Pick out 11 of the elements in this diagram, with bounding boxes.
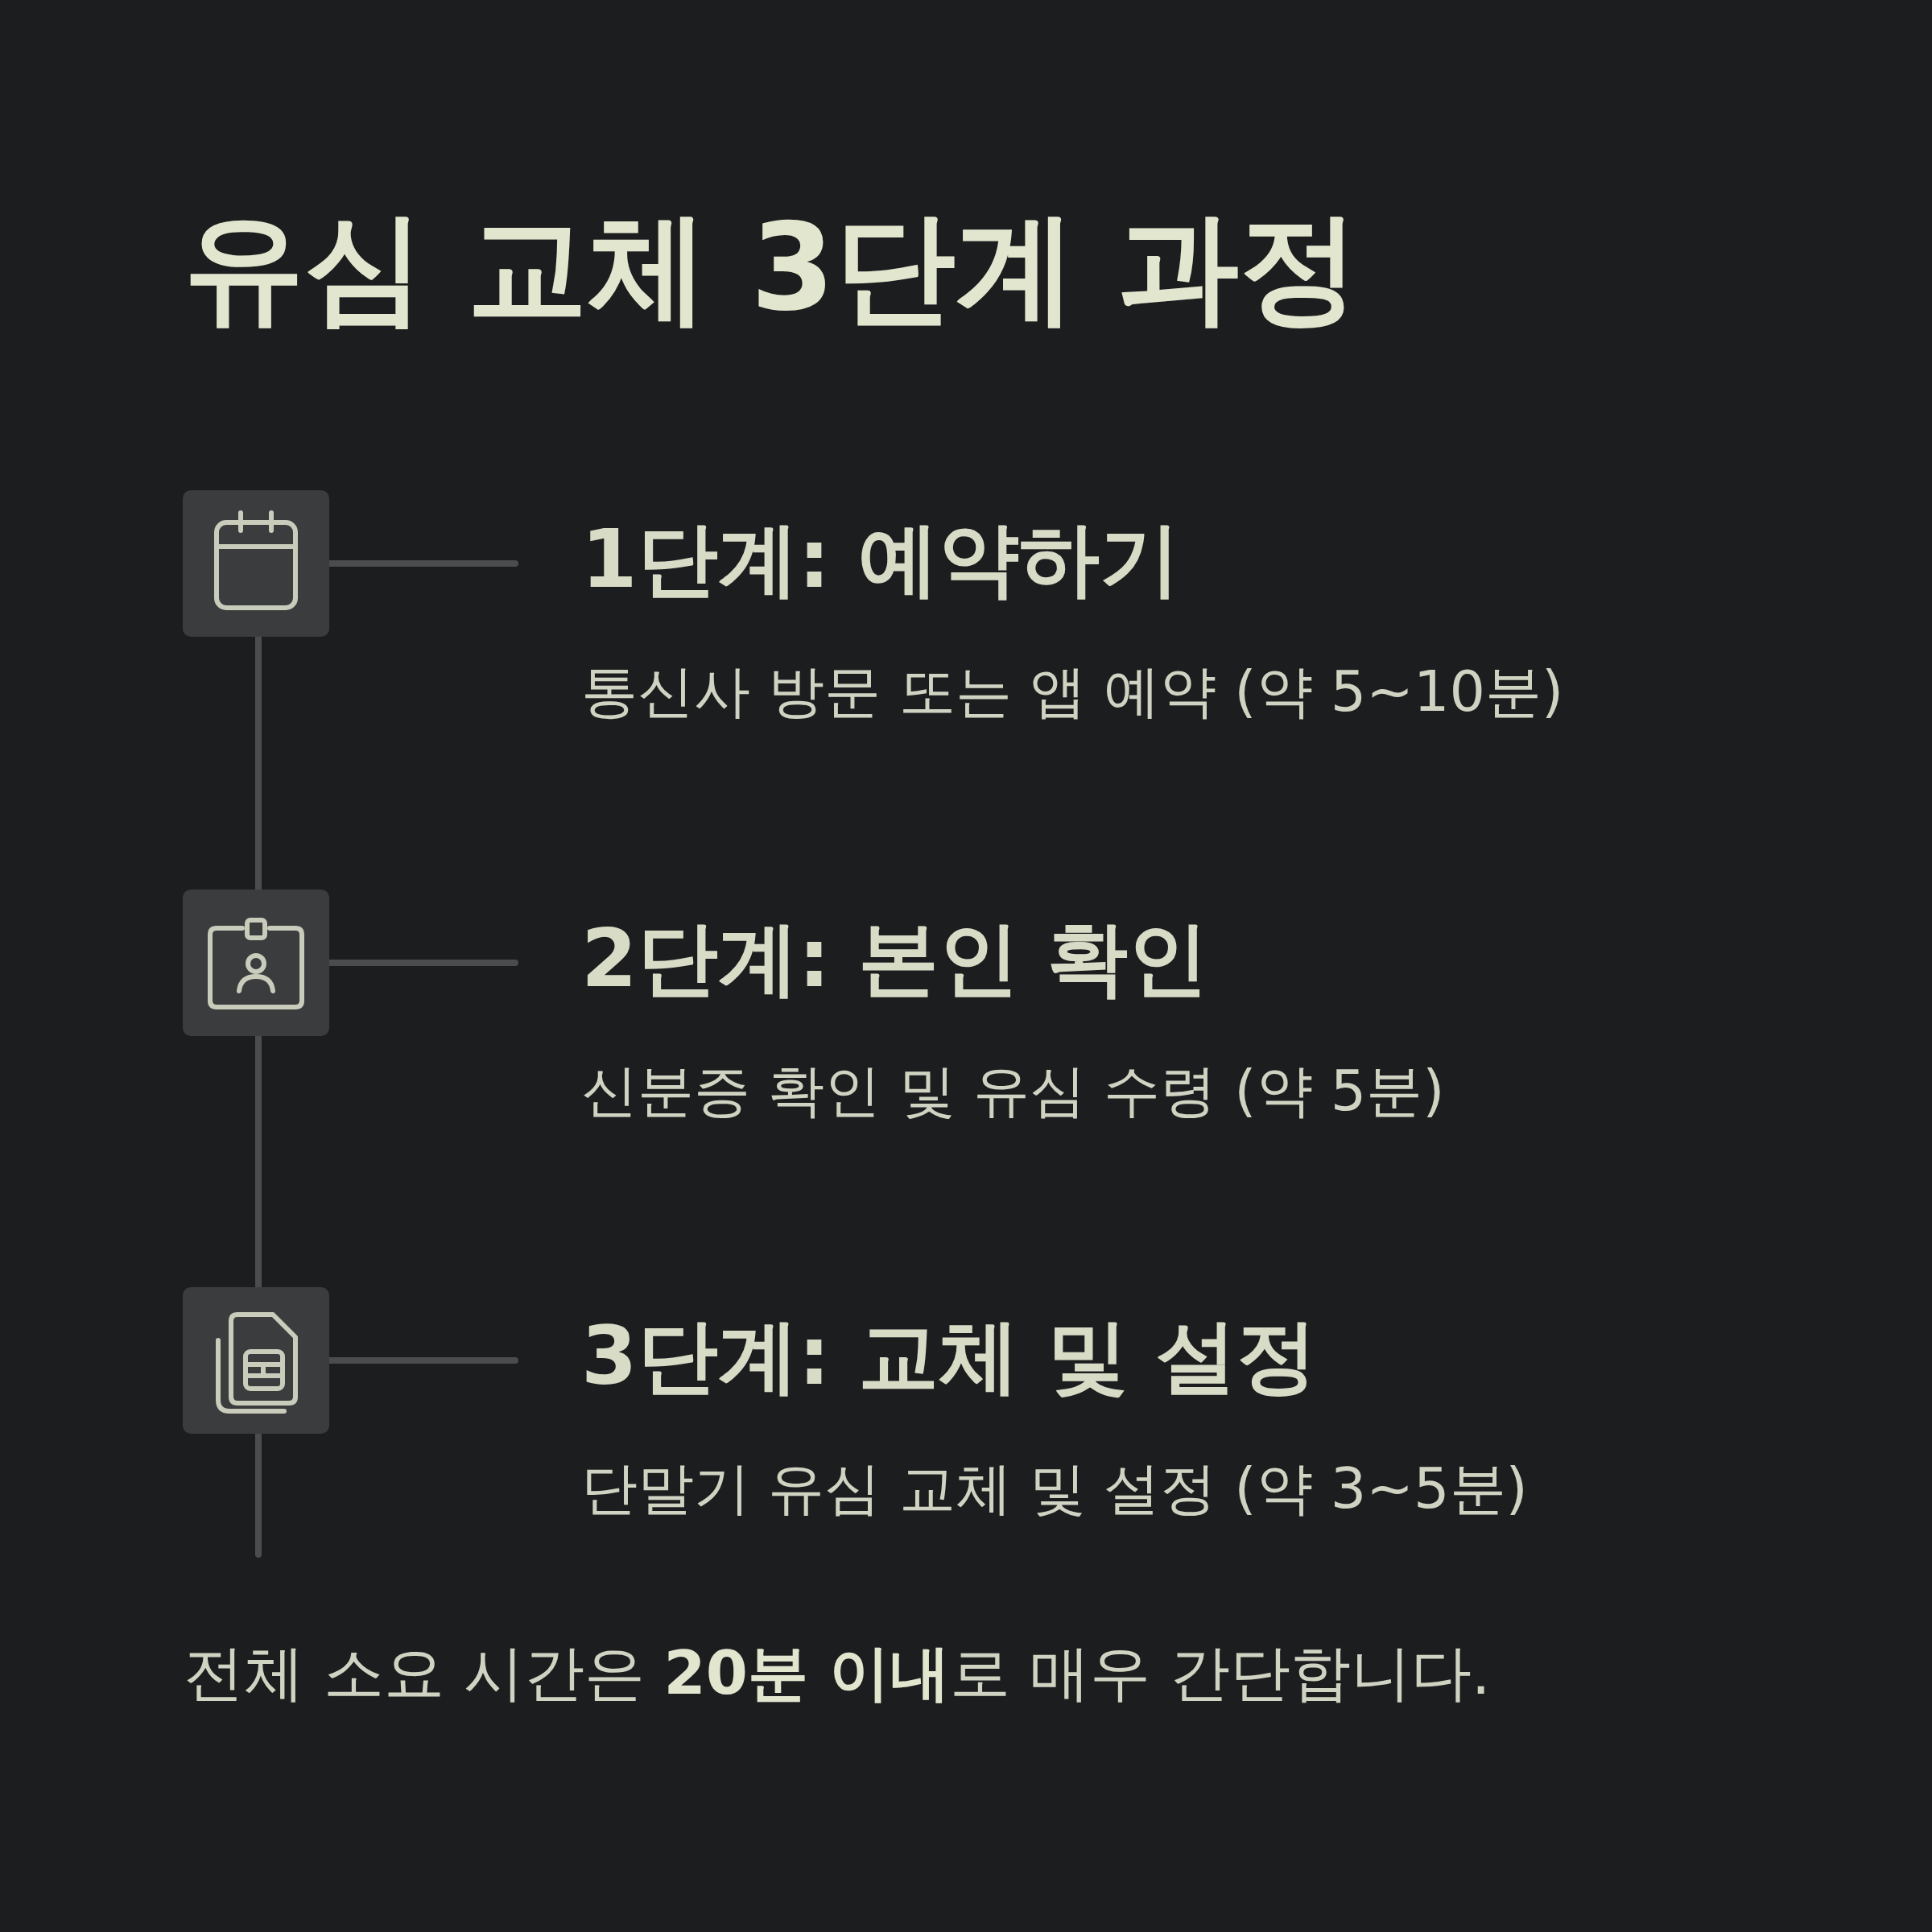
- step-description: 신분증 확인 및 유심 수령 (약 5분): [581, 1057, 1446, 1125]
- summary-note: 전체 소요 시간은 20분 이내로 매우 간단합니다.: [184, 1637, 1491, 1710]
- step-heading: 3단계: 교체 및 설정: [581, 1308, 1318, 1405]
- icon-tile: [183, 890, 329, 1036]
- step-description: 단말기 유심 교체 및 설정 (약 3~5분): [581, 1455, 1529, 1522]
- step-heading: 2단계: 본인 확인: [581, 910, 1210, 1007]
- step-heading: 1단계: 예약하기: [581, 511, 1182, 608]
- step-description: 통신사 방문 또는 앱 예약 (약 5~10분): [581, 658, 1565, 725]
- icon-tile: [183, 490, 329, 637]
- icon-tile: [183, 1287, 329, 1434]
- title: 유심 교체 3단계 과정: [184, 201, 1360, 334]
